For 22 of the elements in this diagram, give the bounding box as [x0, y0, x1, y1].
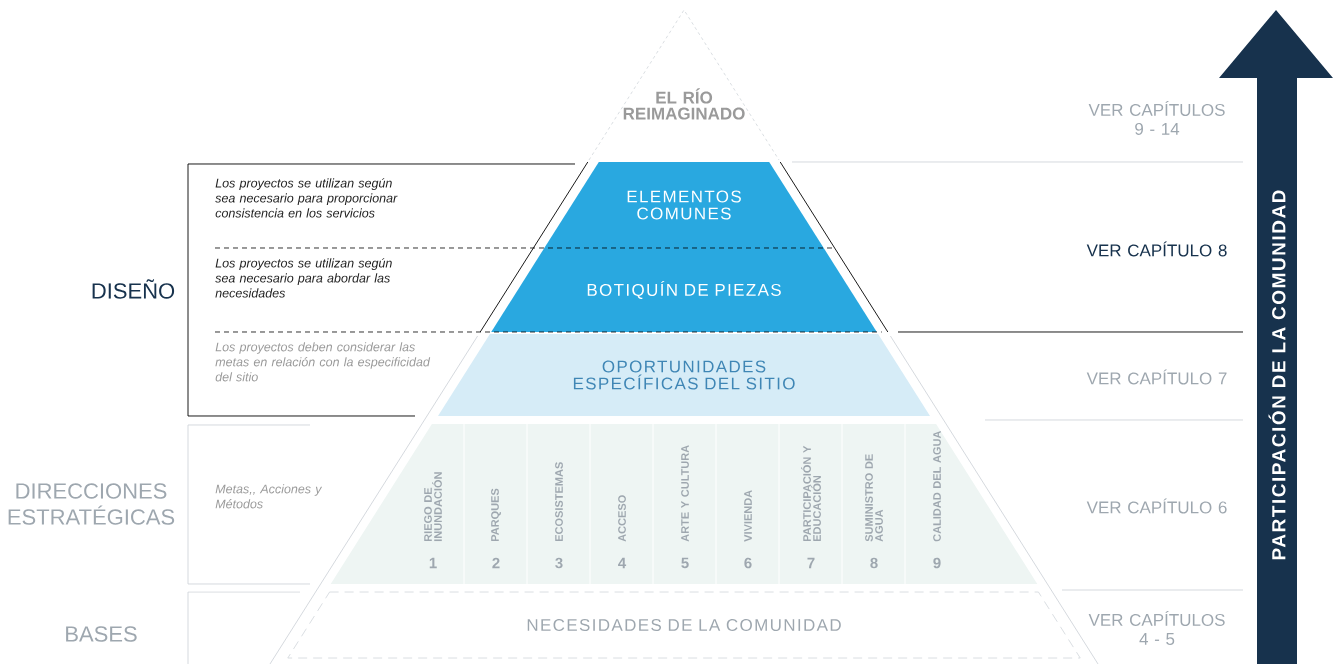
- column-label: SUMINISTRO DE AGUA 8: [865, 454, 883, 569]
- column-label: CALIDAD DEL AGUA 9: [933, 430, 941, 569]
- description-text: Metas,, Acciones y Métodos: [215, 484, 323, 509]
- section-heading: BASES: [66, 626, 137, 642]
- column-label: RIEGO DE INUNDACIÓN 1: [424, 472, 442, 569]
- column-label: ARTE Y CULTURA 5: [681, 445, 689, 569]
- section-heading: DISEÑO: [92, 279, 175, 299]
- pyramid-tier: ELEMENTOS COMUNES: [544, 162, 824, 248]
- pyramid-tier: OPORTUNIDADES ESPECÍFICAS DEL SITIO: [438, 334, 930, 416]
- column-label: ECOSISTEMAS 3: [555, 462, 563, 569]
- node-label: BOTIQUÍN DE PIEZAS: [587, 281, 781, 299]
- column-label: PARQUES 2: [491, 488, 501, 569]
- description-text: Los proyectos se utilizan según sea necesario para proporcionar consistencia en los servicios: [215, 178, 398, 218]
- column-label: PARTICIPACIÓN Y EDUCACIÓN 7: [801, 445, 821, 569]
- pyramid-top: EL RÍO REIMAGINADO: [588, 9, 780, 161]
- description-text: Los proyectos se utilizan según sea necesario para abordar las necesidades: [215, 258, 392, 298]
- pyramid-tier: BOTIQUÍN DE PIEZAS: [491, 248, 877, 332]
- column-label: VIVIENDA 6: [744, 490, 752, 569]
- column-label: ACCESO 4: [618, 495, 627, 569]
- node-label: ELEMENTOS COMUNES: [627, 190, 741, 220]
- pyramid-base: NECESIDADES DE LA COMUNIDAD: [287, 591, 1081, 659]
- section-heading: DIRECCIONES ESTRATÉGICAS: [8, 483, 175, 525]
